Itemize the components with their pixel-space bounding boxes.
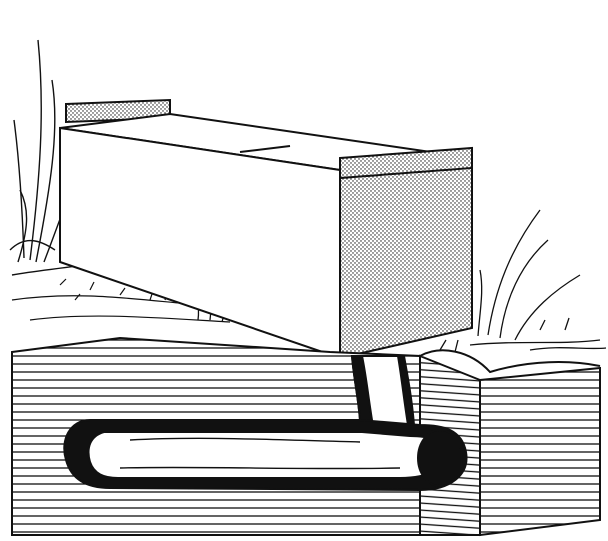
box-end-face bbox=[340, 148, 472, 358]
tunnel-shaft bbox=[352, 356, 414, 430]
tunnel-horizontal bbox=[64, 420, 466, 490]
